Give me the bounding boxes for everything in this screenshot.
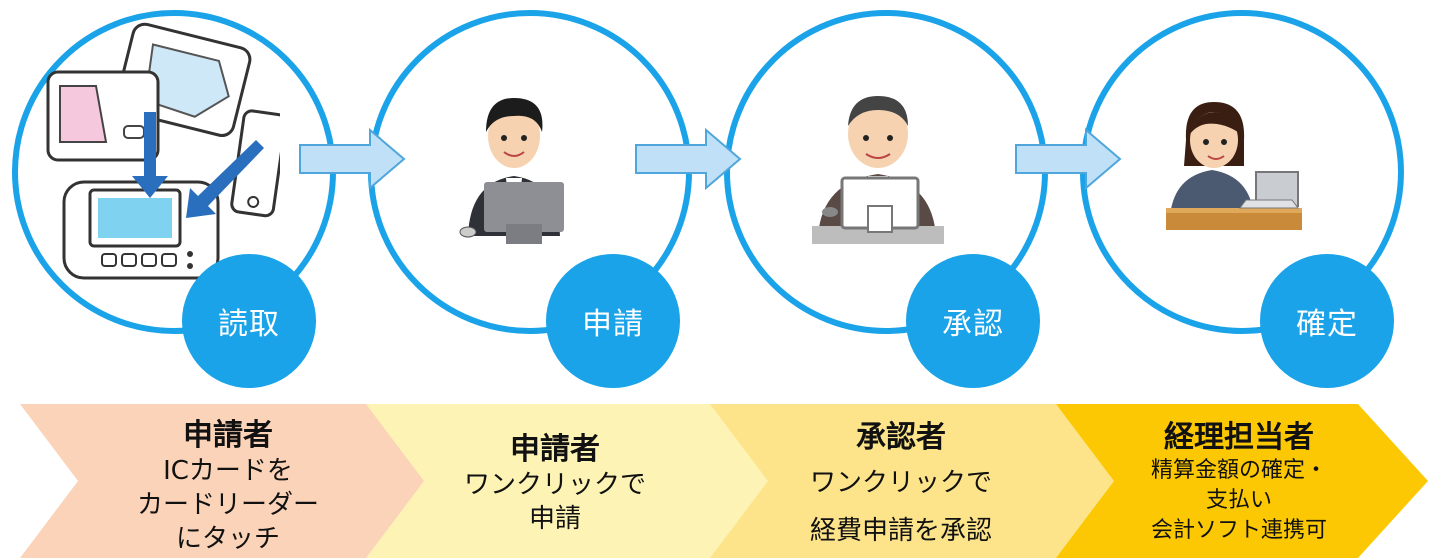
- step-badge-read: 読取: [182, 254, 316, 388]
- role-desc-line: にタッチ: [175, 524, 280, 554]
- step-badge-approve: 承認: [906, 254, 1040, 388]
- flow-arrow-3: [1015, 128, 1122, 190]
- role-approver: 承認者 ワンクリックで 経費申請を承認: [786, 420, 1016, 548]
- role-title: 承認者: [856, 420, 946, 455]
- role-desc-line: ワンクリックで: [463, 470, 646, 500]
- approver-at-computer-icon: [812, 96, 944, 244]
- chevron-role-3: [710, 404, 1124, 558]
- chevron-role-2: [366, 404, 778, 558]
- role-desc-line: 精算金額の確定・: [1150, 458, 1327, 483]
- flow-arrow-1: [299, 128, 406, 190]
- role-title: 経理担当者: [1164, 420, 1314, 455]
- role-desc-line: カードリーダー: [136, 490, 319, 520]
- role-applicant-read: 申請者 ICカードを カードリーダー にタッチ: [108, 418, 348, 556]
- accountant-at-laptop-icon: [1166, 102, 1302, 230]
- ic-card-reader-icon: [46, 22, 280, 280]
- chevron-role-1: [20, 404, 434, 558]
- role-desc-line: 経費申請を承認: [809, 516, 992, 546]
- role-accountant: 経理担当者 精算金額の確定・ 支払い 会計ソフト連携可: [1124, 420, 1354, 546]
- role-desc-line: 申請: [528, 504, 581, 534]
- step-badge-confirm: 確定: [1260, 254, 1394, 388]
- role-title: 申請者: [510, 432, 600, 467]
- step-badge-apply: 申請: [546, 254, 680, 388]
- applicant-at-computer-icon: [459, 98, 564, 244]
- chevron-role-4: [1056, 404, 1428, 558]
- role-desc-line: 支払い: [1205, 488, 1272, 513]
- role-applicant-apply: 申請者 ワンクリックで 申請: [440, 432, 670, 536]
- role-desc-line: ワンクリックで: [809, 468, 992, 498]
- role-title: 申請者: [183, 418, 273, 453]
- role-desc-line: 会計ソフト連携可: [1150, 518, 1327, 543]
- role-desc-line: ICカードを: [163, 456, 293, 486]
- flow-arrow-2: [635, 128, 742, 190]
